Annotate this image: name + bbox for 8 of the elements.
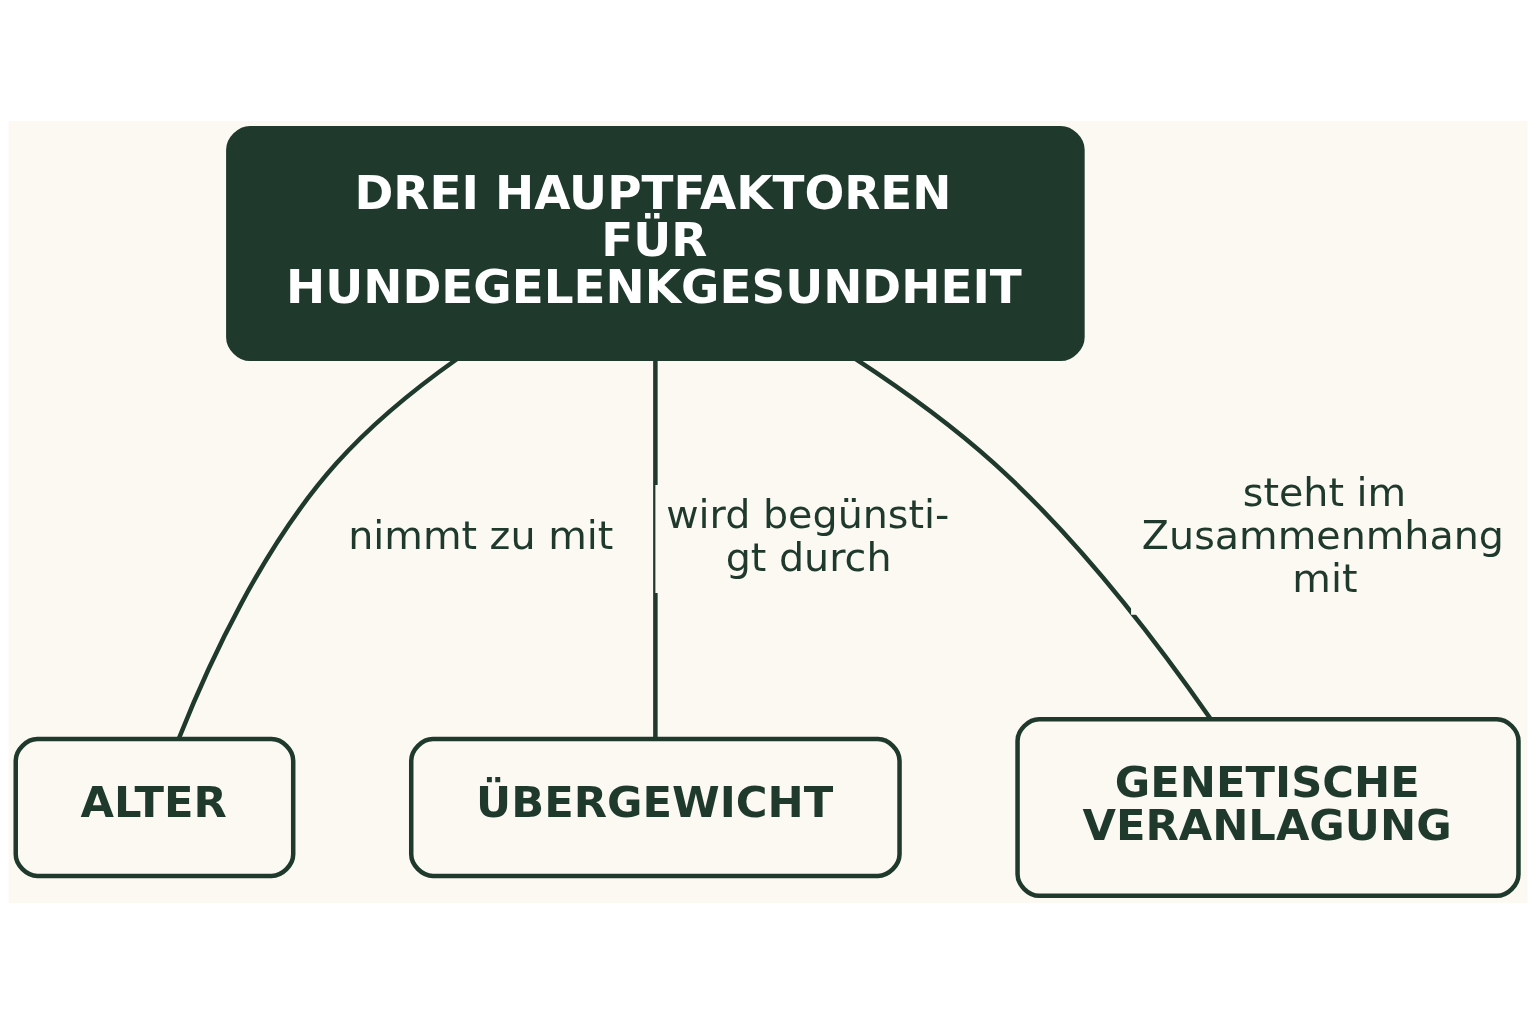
edge-label: nimmt zu mit	[348, 512, 614, 559]
node-box: DREI HAUPTFAKTOREN FÜR HUNDEGELENKGESUNDHEIT	[226, 125, 1085, 362]
node-box: ÜBERGEWICHT	[409, 736, 902, 879]
node-box: ALTER	[13, 736, 296, 879]
connector	[653, 359, 658, 739]
node-box: GENETISCHE VERANLAGUNG	[1015, 716, 1521, 899]
edge-label: steht im Zusammenmhang mit	[1141, 468, 1505, 602]
edge-label: wird begünsti- gt durch	[666, 490, 950, 580]
